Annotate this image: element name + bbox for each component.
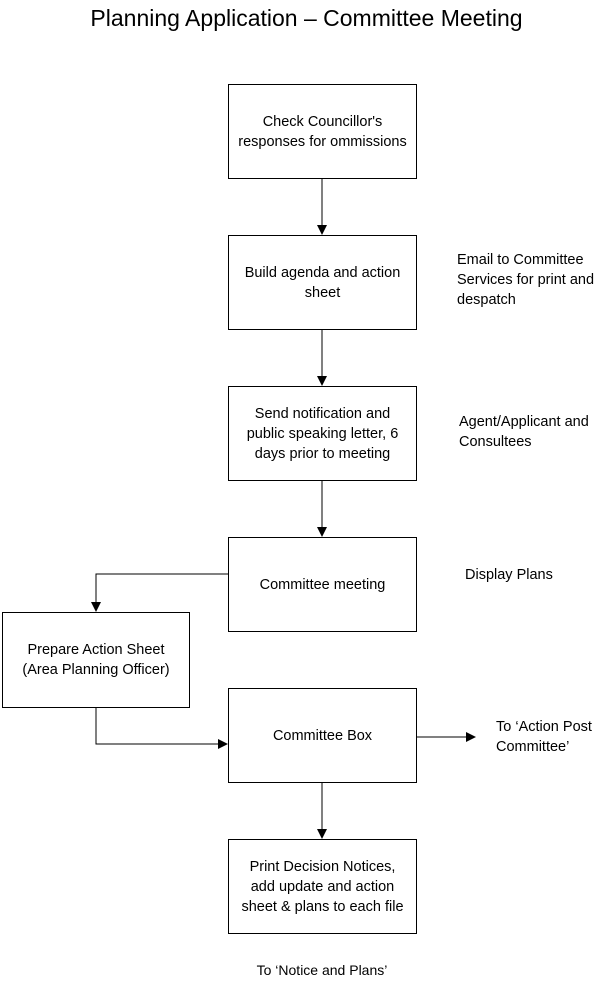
step-send-notification: Send notification and public speaking le… <box>228 386 417 481</box>
step-print-decision: Print Decision Notices, add update and a… <box>228 839 417 934</box>
step-committee-box: Committee Box <box>228 688 417 783</box>
arrow-meeting-to-prepare <box>91 573 228 612</box>
step-check-responses: Check Councillor's responses for ommissi… <box>228 84 417 179</box>
note-agent-applicant: Agent/Applicant and Consultees <box>459 414 589 450</box>
step-committee-meeting: Committee meeting <box>228 537 417 632</box>
note-display-plans: Display Plans <box>465 567 553 583</box>
step-prepare-action-sheet: Prepare Action Sheet (Area Planning Offi… <box>2 612 190 708</box>
arrow-prepare-to-box <box>95 708 228 749</box>
note-email-committee: Email to Committee Services for print an… <box>457 252 595 308</box>
step-build-agenda: Build agenda and action sheet <box>228 235 417 330</box>
diagram-title: Planning Application – Committee Meeting <box>90 5 523 31</box>
note-to-action-post-committee: To ‘Action Post Committee’ <box>496 719 592 755</box>
note-to-notice-and-plans: To ‘Notice and Plans’ <box>256 962 388 978</box>
